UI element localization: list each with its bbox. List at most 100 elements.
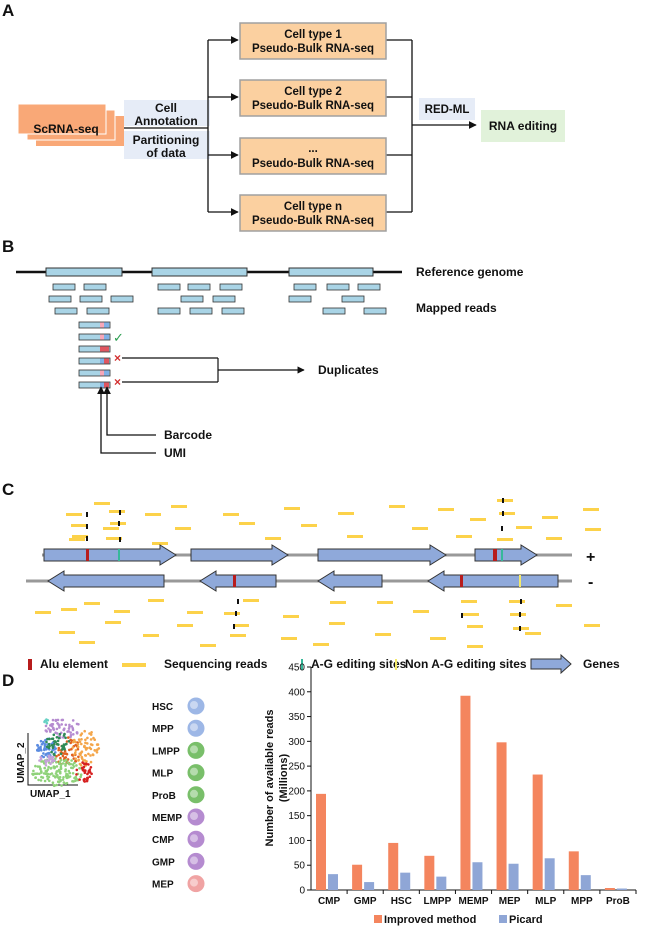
annotation-label-1: Cell xyxy=(155,101,177,115)
sequencing-read xyxy=(470,518,486,521)
umap-cell-point xyxy=(59,767,63,770)
y-tick-label: 50 xyxy=(294,861,306,872)
edit-site-mark xyxy=(501,526,503,531)
annotation-label-2: Annotation xyxy=(134,114,197,128)
umap-cell-point xyxy=(40,749,43,752)
bulk-box-1: Cell type 1 Pseudo-Bulk RNA-seq xyxy=(239,22,387,60)
sequencing-read xyxy=(61,608,77,611)
cell-type-label: HSC xyxy=(152,702,173,713)
bar-picard xyxy=(544,858,555,890)
umap-cell-point xyxy=(43,747,46,751)
umap-cell-point xyxy=(38,759,41,762)
edit-site-mark xyxy=(519,626,521,631)
bar-picard xyxy=(328,874,338,890)
bulk-2-line2: Pseudo-Bulk RNA-seq xyxy=(252,100,374,112)
x-category-label: CMP xyxy=(318,896,341,907)
umap-cell-point xyxy=(79,773,83,776)
mapped-read xyxy=(48,295,72,303)
umap-cell-point xyxy=(68,775,72,778)
duplicate-cross-icon: × xyxy=(114,375,121,389)
umap-cell-point xyxy=(62,734,66,737)
umap-cell-point xyxy=(45,759,48,762)
sequencing-read xyxy=(265,537,281,540)
dedup-read xyxy=(78,345,111,353)
reads-swatch xyxy=(122,663,146,667)
cell-icon xyxy=(186,874,206,894)
umap-cell-point xyxy=(83,729,86,733)
umap-cell-point xyxy=(49,767,53,770)
umap-cell-point xyxy=(69,731,72,734)
umap-cell-point xyxy=(51,755,55,759)
duplicate-cross-icon: × xyxy=(114,351,121,365)
umap-cell-point xyxy=(44,772,48,775)
cell-icon xyxy=(186,696,206,716)
bar-picard xyxy=(400,872,411,890)
umap-cell-point xyxy=(78,767,81,770)
umap-cell-point xyxy=(89,760,93,764)
edit-site-mark xyxy=(119,537,121,542)
sequencing-read xyxy=(413,610,429,613)
partition-label-2: of data xyxy=(146,146,186,160)
sequencing-read xyxy=(105,621,121,624)
umap-cell-point xyxy=(82,766,86,769)
bar-improved xyxy=(424,855,435,890)
edit-site-mark xyxy=(520,599,522,604)
sequencing-read xyxy=(463,613,479,616)
mapped-read xyxy=(187,283,211,291)
cell-type-label: CMP xyxy=(152,835,175,846)
umi-tag xyxy=(100,322,104,328)
dedup-read xyxy=(78,357,111,365)
umap-cell-point xyxy=(53,759,56,762)
cell-type-label: MEMP xyxy=(152,813,182,824)
umap-cell-point xyxy=(45,745,49,748)
cell-icon xyxy=(186,763,206,783)
umap-cell-point xyxy=(76,743,80,746)
umap-cell-point xyxy=(74,757,77,760)
umap-cell-point xyxy=(78,762,82,766)
umap-cell-point xyxy=(56,776,60,779)
umap-cell-point xyxy=(64,768,67,771)
umap-cell-point xyxy=(39,746,42,750)
umap-cell-point xyxy=(43,743,47,746)
umap-cell-point xyxy=(73,761,76,765)
bar-picard xyxy=(508,863,519,890)
umap-cell-point xyxy=(55,732,59,735)
umap-cell-point xyxy=(79,751,83,755)
nonag-swatch xyxy=(395,659,397,670)
umap-cell-point xyxy=(54,757,57,760)
umap-cell-point xyxy=(80,755,84,759)
input-label: ScRNA-seq xyxy=(33,122,98,136)
umap-cell-point xyxy=(52,774,55,778)
umap-cell-point xyxy=(44,764,48,767)
sequencing-read xyxy=(284,507,300,510)
alu-swatch xyxy=(28,659,32,670)
barcode-umi-arrows xyxy=(97,386,156,454)
umap-cell-point xyxy=(34,764,37,768)
umap-cell-point xyxy=(77,755,80,759)
umap-cell-point xyxy=(36,743,39,747)
sequencing-read xyxy=(583,508,599,511)
sequencing-read xyxy=(375,633,391,636)
x-category-label: MEP xyxy=(499,896,521,907)
umap-cell-point xyxy=(69,733,73,737)
umap-cell-point xyxy=(88,768,92,771)
cell-type-label: MEP xyxy=(152,880,174,891)
y-axis-label: Number of available reads xyxy=(264,710,276,847)
umap-cell-point xyxy=(51,746,55,750)
umap-cell-point xyxy=(82,779,86,782)
umap-cell-point xyxy=(68,771,72,775)
sequencing-read xyxy=(438,508,454,511)
umap-cell-point xyxy=(67,727,71,730)
umap-cell-point xyxy=(95,751,99,754)
mapped-read xyxy=(52,283,76,291)
umap-cell-point xyxy=(43,766,46,770)
mapped-read xyxy=(357,283,381,291)
umap-cell-point xyxy=(50,750,53,754)
umap-cell-point xyxy=(46,737,49,741)
umap-cell-point xyxy=(66,730,69,733)
edit-site-mark xyxy=(461,613,463,618)
bulk-2-line1: Cell type 2 xyxy=(284,86,342,98)
umap-cell-point xyxy=(42,752,45,755)
umap-cell-point xyxy=(71,772,75,775)
umap-cell-point xyxy=(37,778,40,782)
